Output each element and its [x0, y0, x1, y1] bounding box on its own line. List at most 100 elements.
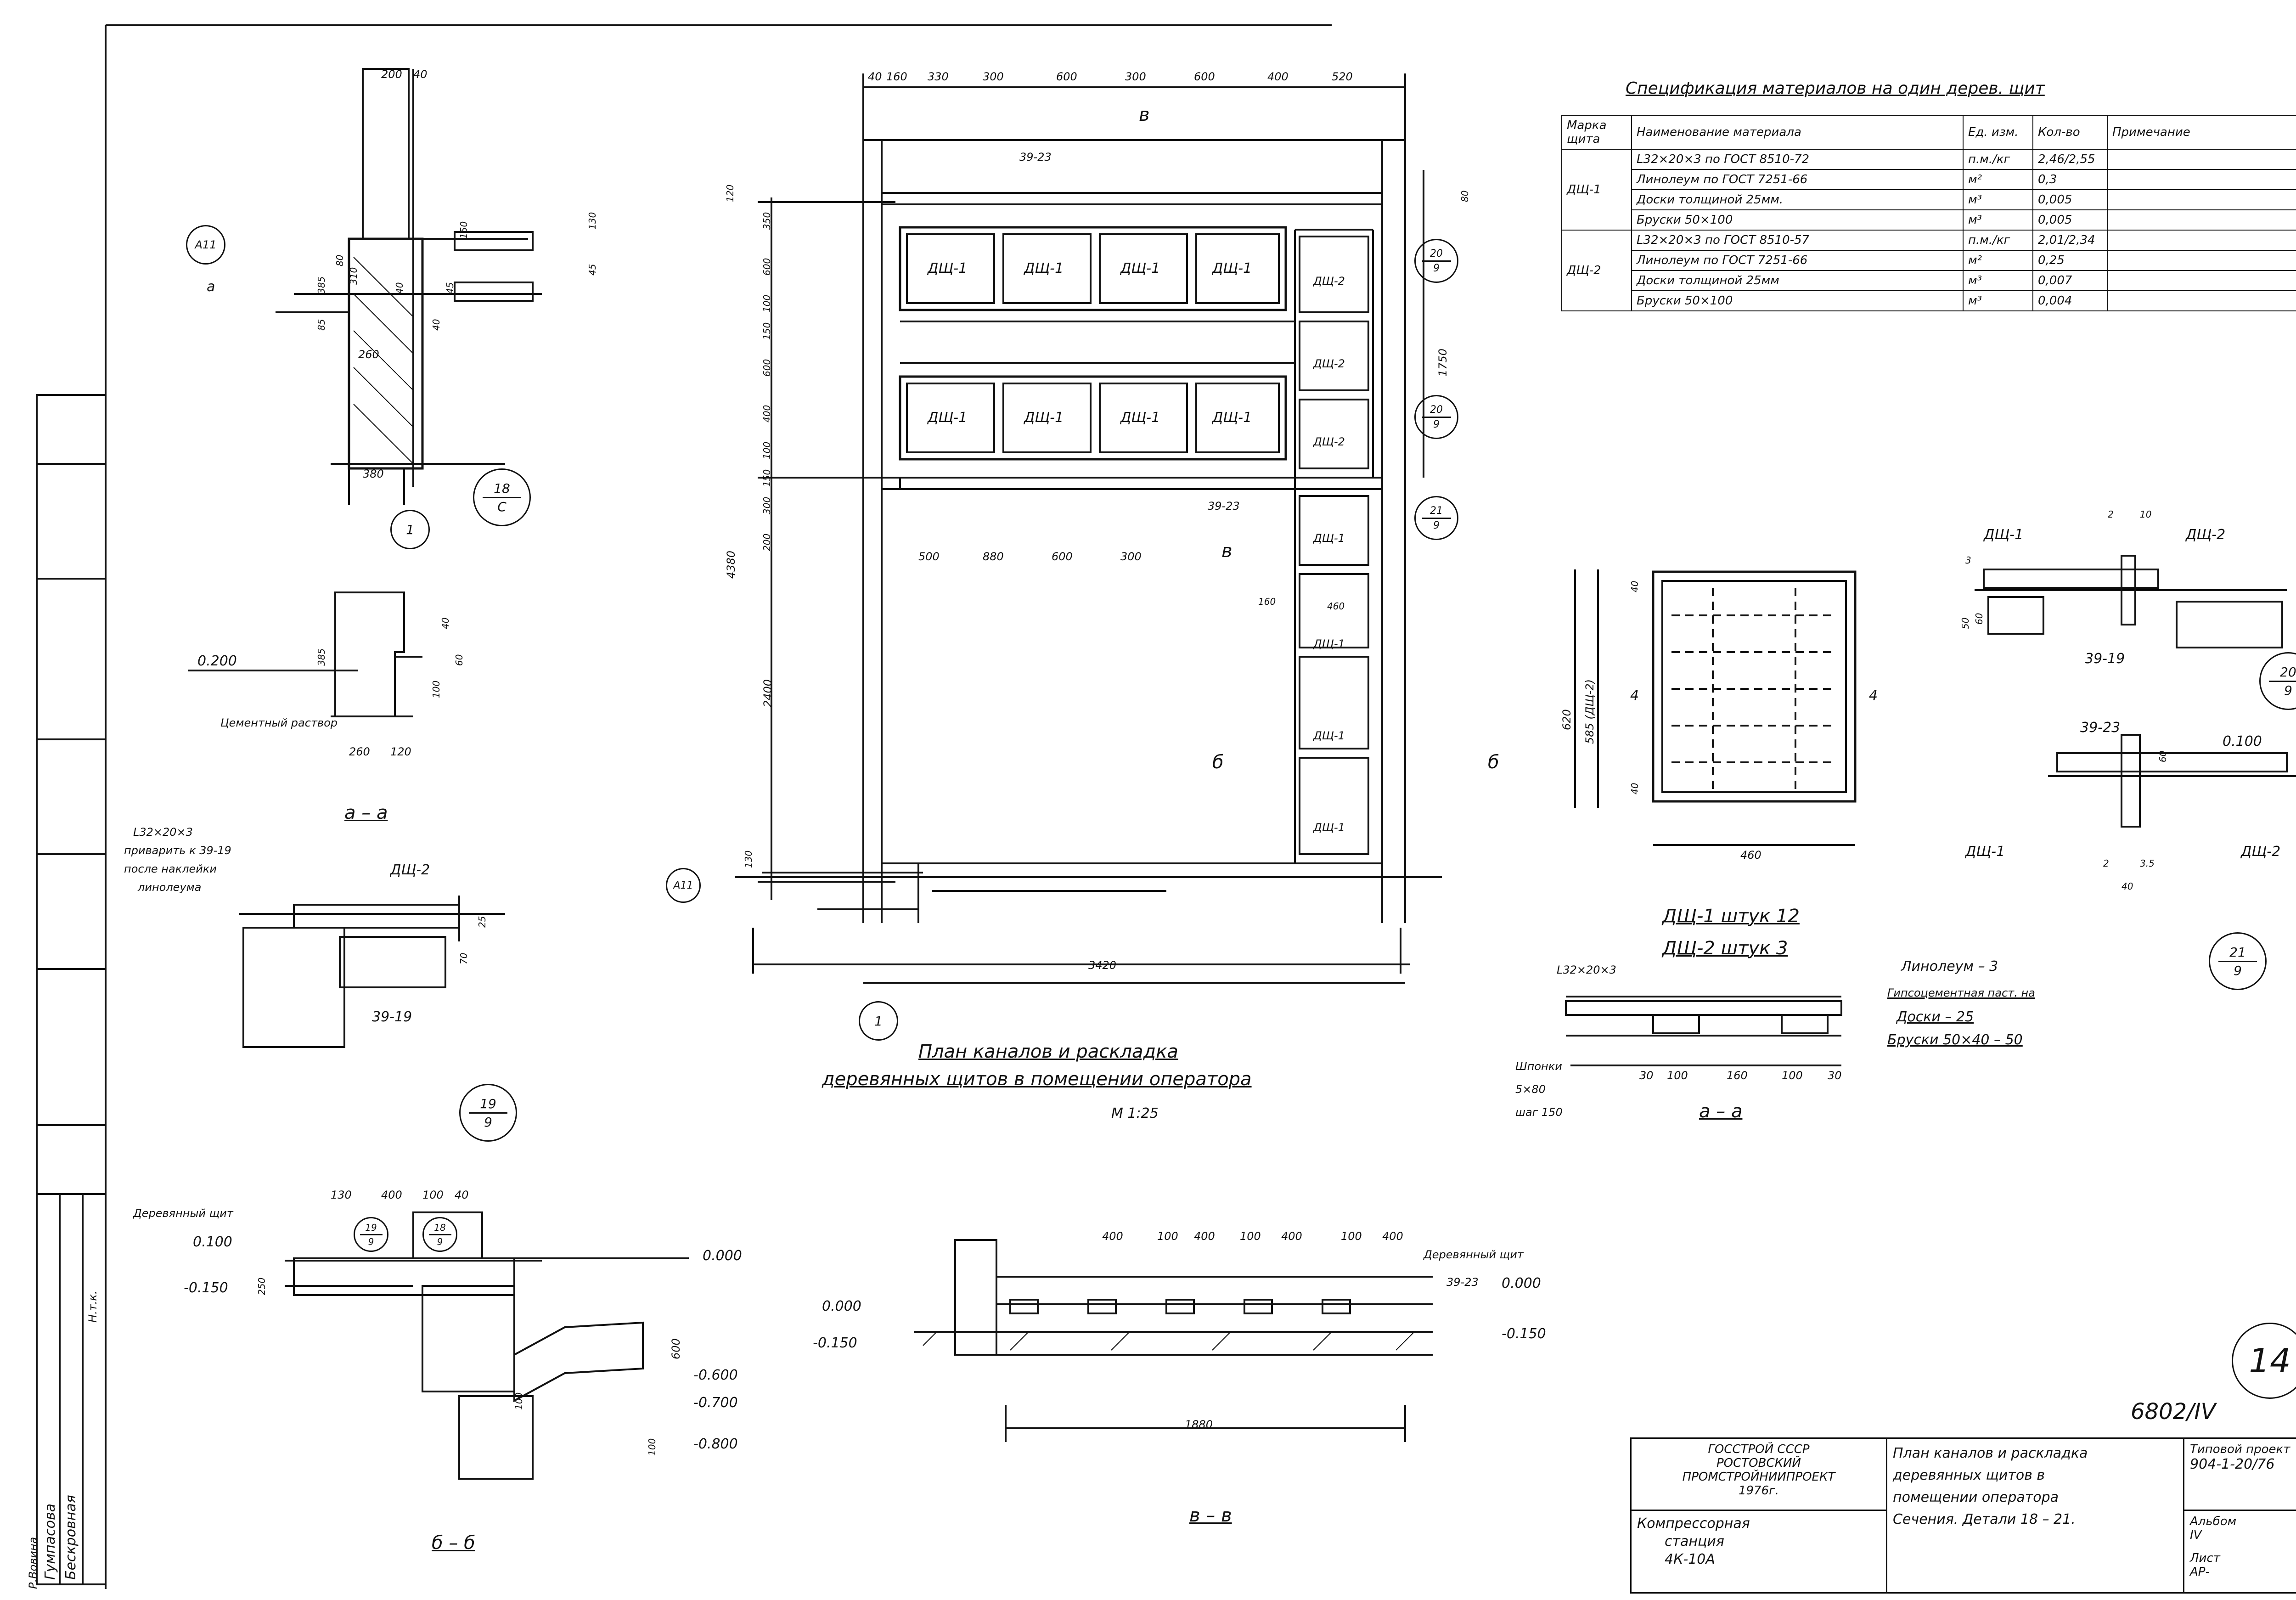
section-aa-small-level: 0.200	[197, 653, 237, 669]
detail20-dim: 3	[1965, 555, 1971, 566]
detail20-dim: 60	[1974, 613, 1985, 625]
plan-left-dim: 100	[761, 441, 772, 459]
spec-header-qty: Кол-во	[2032, 115, 2108, 150]
callout-sheet: 9	[484, 1114, 492, 1130]
plan-inner-dim: 300	[1120, 550, 1142, 563]
section-bb-label: б – б	[432, 1532, 475, 1554]
panel-mark-4-right: 4	[1869, 687, 1878, 704]
section-bb-dim: 100	[647, 1438, 658, 1456]
detail18-a-label: а	[207, 279, 215, 295]
callout-sheet: 9	[2234, 963, 2242, 978]
detail18-dim-380: 380	[363, 468, 384, 480]
plan-inner-dim: 600	[1052, 550, 1073, 563]
panel-label: ДЩ-1	[928, 410, 968, 426]
plan-right-dim: 80	[1459, 190, 1470, 202]
spec-cell: L32×20×3 по ГОСТ 8510-72	[1631, 149, 1964, 170]
callout-sheet: 9	[437, 1236, 443, 1247]
object-line: Компрессорная	[1637, 1515, 1750, 1532]
section-bb-panel: Деревянный щит	[133, 1207, 233, 1220]
org-line: ПРОМСТРОЙНИИПРОЕКТ	[1682, 1470, 1835, 1484]
table-row: Бруски 50×100 м³ 0,005	[1562, 209, 2296, 231]
section-aa-big-label: а – а	[1699, 1101, 1743, 1122]
plan-axis-1: 1	[859, 1001, 898, 1041]
section-bb-level: 0.100	[193, 1234, 232, 1250]
section-bb-dim: 40	[455, 1189, 469, 1201]
side-stamp-name: Гумпасова	[42, 1503, 58, 1580]
section-vv-dim: 400	[1102, 1230, 1123, 1243]
spec-header-note: Примечание	[2107, 115, 2296, 150]
plan-left-dim: 100	[761, 294, 772, 312]
plan-scale: М 1:25	[1111, 1105, 1159, 1121]
plan-title-2: деревянных щитов в помещении оператора	[822, 1069, 1252, 1090]
panel-label: ДЩ-1	[1212, 260, 1252, 276]
spec-cell: м²	[1963, 169, 2033, 190]
detail21-ref: 39-23	[2080, 720, 2121, 736]
section-aa-small-label: а – а	[344, 802, 388, 823]
panel-dim: 620	[1560, 709, 1573, 730]
sheet-title-line: Сечения. Детали 18 – 21.	[1893, 1511, 2076, 1527]
detail21-p1: ДЩ-1	[1965, 844, 2005, 860]
side-stamp-name: Р.Вовина	[27, 1537, 39, 1589]
section-vv-ref: 39-23	[1446, 1276, 1479, 1289]
page-number: 14	[2232, 1323, 2296, 1399]
panel-label: ДЩ-1	[1313, 821, 1345, 834]
sheet-title-line: деревянных щитов в	[1893, 1467, 2045, 1483]
callout-sheet: 9	[1433, 519, 1440, 531]
panel-label: ДЩ-2	[1313, 357, 1345, 370]
spec-group-mark: ДЩ-1	[1561, 149, 1632, 231]
section-vv-level: 0.000	[822, 1298, 861, 1314]
plan-ref-mid: 39-23	[1208, 500, 1240, 513]
panel-label: ДЩ-1	[1120, 410, 1160, 426]
section-aa-small-dim: 385	[316, 648, 327, 666]
project-number: 904-1-20/76	[2190, 1456, 2275, 1472]
spec-cell: Бруски 50×100	[1631, 290, 1964, 311]
project-label: Типовой проект	[2190, 1442, 2290, 1456]
plan-ref-top: 39-23	[1019, 151, 1052, 163]
panel-dim-460: 460	[1740, 849, 1761, 862]
plan-left-dim: 400	[761, 405, 772, 423]
org-line: РОСТОВСКИЙ	[1716, 1456, 1801, 1470]
detail21-dim: 60	[2157, 750, 2168, 762]
callout-num: 20	[1430, 248, 1443, 259]
album-label: Альбом	[2190, 1515, 2237, 1529]
detail18-dim: 130	[587, 212, 598, 230]
panel-label: ДЩ-1	[1313, 729, 1345, 742]
section-vv-dim: 400	[1194, 1230, 1215, 1243]
object-line: станция	[1665, 1533, 1724, 1550]
callout-sheet: 9	[2284, 682, 2292, 698]
panel-dim: 40	[1629, 783, 1640, 794]
table-row: Линолеум по ГОСТ 7251-66 м² 0,3	[1562, 169, 2296, 190]
section-vv-dim: 100	[1240, 1230, 1261, 1243]
spec-title: Спецификация материалов на один дерев. щ…	[1626, 79, 2045, 98]
callout-num: 21	[2229, 944, 2246, 960]
title-block-org: ГОССТРОЙ СССР РОСТОВСКИЙ ПРОМСТРОЙНИИПРО…	[1630, 1437, 1887, 1511]
callout-sheet: 9	[368, 1236, 374, 1247]
spec-cell	[2107, 149, 2296, 170]
callout-num: 19	[480, 1096, 496, 1111]
callout-sheet: 9	[1433, 262, 1440, 274]
callout-num: 20	[1430, 404, 1443, 416]
panel-label: ДЩ-2	[1313, 435, 1345, 448]
table-row: Линолеум по ГОСТ 7251-66 м² 0,25	[1562, 250, 2296, 271]
section-aa-dim: 30	[1828, 1069, 1842, 1082]
table-row: Бруски 50×100 м³ 0,004	[1562, 290, 2296, 311]
spec-cell	[2107, 209, 2296, 231]
section-vv-dim: 100	[1157, 1230, 1178, 1243]
plan-top-dim: 40	[868, 70, 882, 83]
title-block-sheet-title: План каналов и раскладка деревянных щито…	[1886, 1437, 2184, 1594]
spec-cell: м³	[1963, 189, 2033, 210]
spec-cell: м³	[1963, 270, 2033, 291]
detail20-p1: ДЩ-1	[1984, 527, 2024, 543]
spec-cell: 2,46/2,55	[2032, 149, 2108, 170]
axis-label: А11	[195, 238, 217, 251]
spec-header-name: Наименование материала	[1631, 115, 1964, 150]
spec-cell: Линолеум по ГОСТ 7251-66	[1631, 250, 1964, 271]
section-aa-layer: Бруски 50×40 – 50	[1887, 1032, 2023, 1048]
side-stamp-name: Бескровная	[63, 1495, 79, 1580]
detail21-dim: 2	[2103, 858, 2109, 869]
plan-top-dim: 330	[928, 70, 949, 83]
